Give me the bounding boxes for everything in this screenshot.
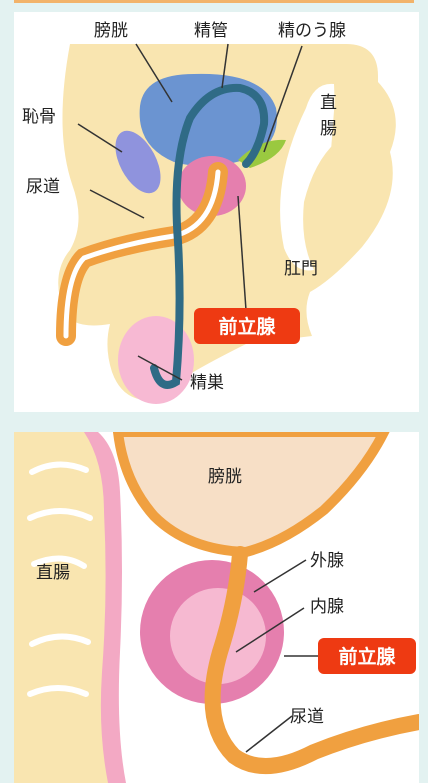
label-rectum-line1: 直 <box>320 93 337 113</box>
label-outer-gland: 外腺 <box>310 551 344 571</box>
rectum-wall <box>328 81 376 226</box>
prostate-section-tag-label: 前立腺 <box>338 645 396 668</box>
prostate-tag-label: 前立腺 <box>218 315 276 338</box>
rectum-inner <box>14 432 108 783</box>
label-urethra: 尿道 <box>26 177 60 197</box>
side-leader-lines <box>77 43 303 381</box>
rectum-gap <box>280 83 336 271</box>
bladder <box>139 73 277 167</box>
section-view-panel: 膀胱 直腸 外腺 内腺 尿道 前立腺 <box>14 432 419 783</box>
section-view-diagram: 膀胱 直腸 外腺 内腺 尿道 前立腺 <box>14 432 419 783</box>
label-rectum-section: 直腸 <box>36 563 70 583</box>
label-pubic-bone: 恥骨 <box>22 107 56 127</box>
section-leader-lines <box>235 559 318 753</box>
label-bladder: 膀胱 <box>94 21 128 41</box>
vas-deferens <box>150 83 269 389</box>
label-bladder-section: 膀胱 <box>208 467 242 487</box>
label-testis: 精巣 <box>190 373 224 393</box>
bladder-section <box>112 432 390 558</box>
urethra-section <box>204 546 419 774</box>
prostate-tag <box>194 308 300 344</box>
prostate-section-tag <box>318 638 416 674</box>
rectal-folds <box>27 461 93 697</box>
top-accent-rule <box>14 0 414 3</box>
label-seminal-vesicle: 精のう腺 <box>278 21 346 41</box>
urethra-lumen <box>63 169 221 339</box>
side-view-diagram: 膀胱 精管 精のう腺 恥骨 直 腸 尿道 肛門 精巣 前立腺 <box>22 21 396 404</box>
label-anus: 肛門 <box>284 259 318 279</box>
side-view-panel: 膀胱 精管 精のう腺 恥骨 直 腸 尿道 肛門 精巣 前立腺 <box>14 12 419 412</box>
label-inner-gland: 内腺 <box>310 597 344 617</box>
label-urethra-section: 尿道 <box>290 707 324 727</box>
label-vas-deferens: 精管 <box>194 21 228 41</box>
pubic-bone <box>115 130 161 194</box>
label-rectum-line2: 腸 <box>320 119 337 139</box>
